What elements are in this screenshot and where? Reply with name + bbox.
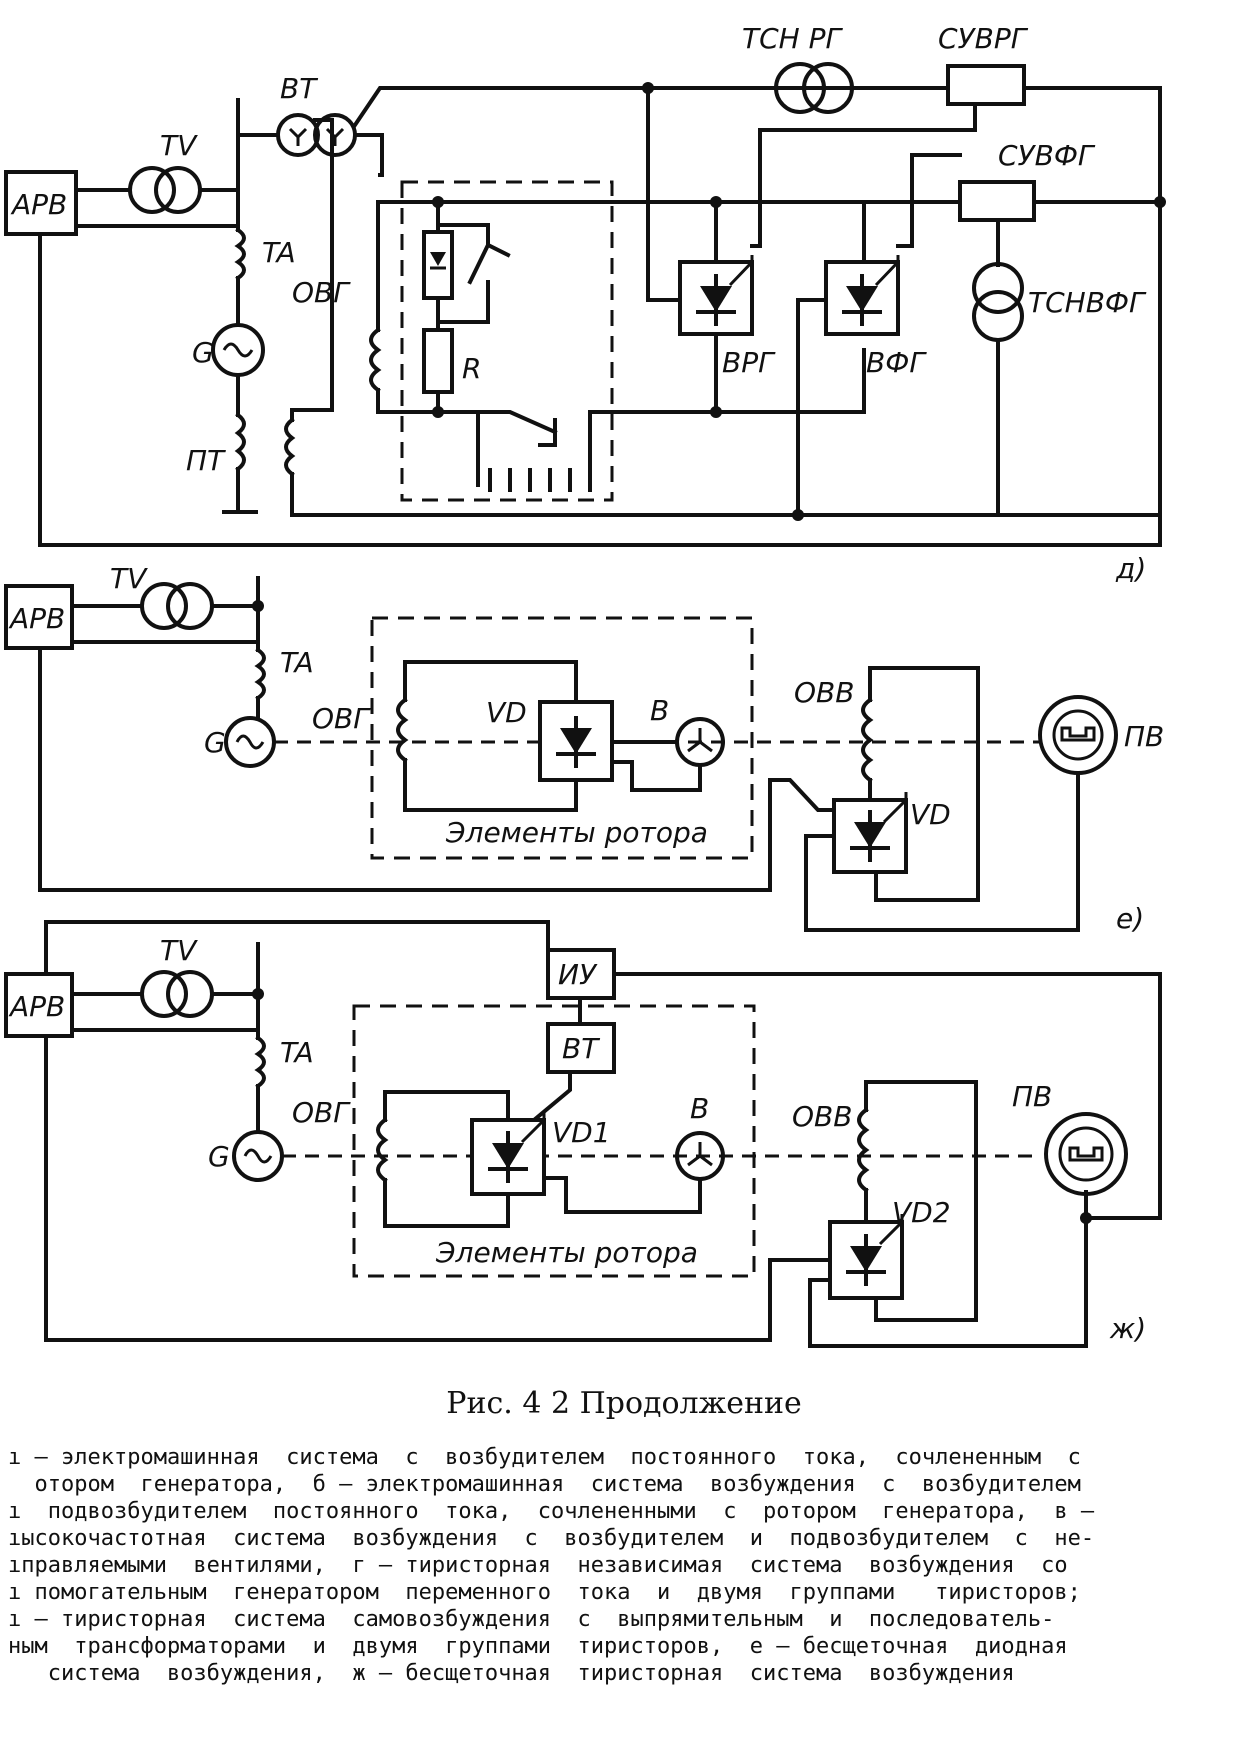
zh-pv-label: ПВ bbox=[1012, 1080, 1052, 1113]
zh-vt-box bbox=[546, 1022, 616, 1074]
d-vt-transformer bbox=[276, 113, 320, 157]
zh-ta-label: TA bbox=[280, 1036, 314, 1069]
e-letter: е) bbox=[1116, 902, 1144, 935]
zh-vd2-label: VD2 bbox=[892, 1196, 951, 1229]
e-vd2-label: VD bbox=[910, 798, 951, 831]
d-letter: д) bbox=[1115, 552, 1146, 585]
legend-line: ным трансформаторами и двумя группами ти… bbox=[8, 1634, 1068, 1659]
e-pv-label: ПВ bbox=[1124, 720, 1164, 753]
legend-line: ıысокочастотная система возбуждения с во… bbox=[8, 1526, 1095, 1551]
zh-exciter-b bbox=[675, 1131, 725, 1181]
d-tsnvfg-transformer bbox=[972, 262, 1024, 314]
d-vrg-label: ВРГ bbox=[722, 346, 776, 379]
zh-tv-label: TV bbox=[160, 934, 198, 967]
zh-ovv-coil bbox=[857, 1107, 870, 1193]
legend-line: система возбуждения, ж — бесщеточная тир… bbox=[8, 1661, 1015, 1686]
d-ovg-label: ОВГ bbox=[292, 276, 351, 309]
d-tv-label: TV bbox=[160, 129, 198, 162]
d-pt-label: ПТ bbox=[186, 444, 226, 477]
zh-ovg-label: ОВГ bbox=[292, 1096, 351, 1129]
figure-caption: Рис. 4 2 Продолжение bbox=[446, 1386, 802, 1421]
e-ovv-label: ОВВ bbox=[794, 676, 854, 709]
e-pilot-exciter-pv bbox=[1038, 695, 1118, 775]
zh-vt-label: ВТ bbox=[562, 1032, 600, 1065]
e-ovg-label: ОВГ bbox=[312, 702, 371, 735]
d-tsnvfg-label: ТСНВФГ bbox=[1028, 286, 1147, 319]
d-suvfg-box bbox=[958, 180, 1036, 222]
excitation-circuit-diagram: АРВ TV TA G ПТ ВТ bbox=[4, 22, 1166, 1348]
d-tsnrg-label: ТСН РГ bbox=[742, 22, 843, 55]
d-suvfg-label: СУВФГ bbox=[998, 139, 1096, 172]
e-vd-label: VD bbox=[486, 696, 527, 729]
figure-legend: ı — электромашинная система с возбудител… bbox=[8, 1444, 1240, 1687]
e-ovg-coil bbox=[396, 697, 409, 763]
e-rotor-box bbox=[370, 616, 754, 860]
d-tsnrg-transformer bbox=[774, 62, 826, 114]
zh-vd1-label: VD1 bbox=[552, 1116, 611, 1149]
d-g-label: G bbox=[192, 336, 214, 369]
e-g-label: G bbox=[204, 726, 226, 759]
zh-ta-coil bbox=[254, 1035, 266, 1089]
d-resistor-r bbox=[422, 328, 454, 394]
legend-line: отором генератора, б — электромашинная с… bbox=[8, 1472, 1081, 1497]
d-pt-coil bbox=[234, 412, 246, 472]
e-arv-label: АРВ bbox=[8, 602, 65, 635]
d-arv-label: АРВ bbox=[10, 188, 67, 221]
zh-arv-box bbox=[4, 972, 74, 1038]
zh-rotor-label: Элементы ротора bbox=[435, 1236, 698, 1269]
zh-letter: ж) bbox=[1109, 1312, 1146, 1345]
zh-ovg-coil bbox=[376, 1117, 389, 1183]
zh-b-label: B bbox=[690, 1092, 709, 1125]
d-suvrg-box bbox=[946, 64, 1026, 106]
zh-g-label: G bbox=[208, 1140, 230, 1173]
d-ovg-coil bbox=[369, 327, 382, 393]
zh-tv-transformer bbox=[140, 970, 188, 1018]
e-ta-coil bbox=[254, 647, 266, 701]
zh-arv-label: АРВ bbox=[8, 990, 65, 1023]
e-ovv-coil bbox=[861, 697, 874, 783]
e-b-label: B bbox=[650, 694, 669, 727]
d-suvrg-label: СУВРГ bbox=[938, 22, 1029, 55]
zh-pilot-exciter-pv bbox=[1044, 1112, 1128, 1196]
e-tv-transformer bbox=[140, 582, 188, 630]
d-vt-label: ВТ bbox=[280, 72, 318, 105]
legend-line: ı подвозбудителем постоянного тока, сочл… bbox=[8, 1499, 1095, 1524]
diagram-zh: АРВ TV TA G ОВГ ИУ Элементы ротора ВТ bbox=[4, 920, 1162, 1348]
zh-iu-label: ИУ bbox=[558, 958, 598, 991]
e-tv-label: TV bbox=[110, 562, 148, 595]
diagram-e: АРВ TV TA G ОВГ Элементы ротора VD bbox=[4, 562, 1164, 935]
d-tv-transformer bbox=[128, 166, 176, 214]
e-rotor-label: Элементы ротора bbox=[445, 816, 708, 849]
d-ta-label: TA bbox=[262, 236, 296, 269]
d-vfg-label: ВФГ bbox=[866, 346, 927, 379]
zh-ovv-label: ОВВ bbox=[792, 1100, 852, 1133]
diagram-d: АРВ TV TA G ПТ ВТ bbox=[4, 22, 1166, 585]
e-ta-label: TA bbox=[280, 646, 314, 679]
d-r-label: R bbox=[462, 352, 481, 385]
legend-line: ıправляемыми вентилями, г — тиристорная … bbox=[8, 1553, 1068, 1578]
zh-rotor-box bbox=[352, 1004, 756, 1278]
legend-line: ı помогательным генератором переменного … bbox=[8, 1580, 1081, 1605]
legend-line: ı — тиристорная система самовозбуждения … bbox=[8, 1607, 1055, 1632]
d-ta-coil bbox=[234, 227, 246, 281]
d-protection-box bbox=[400, 180, 614, 502]
e-exciter-b bbox=[675, 717, 725, 767]
legend-line: ı — электромашинная система с возбудител… bbox=[8, 1445, 1081, 1470]
